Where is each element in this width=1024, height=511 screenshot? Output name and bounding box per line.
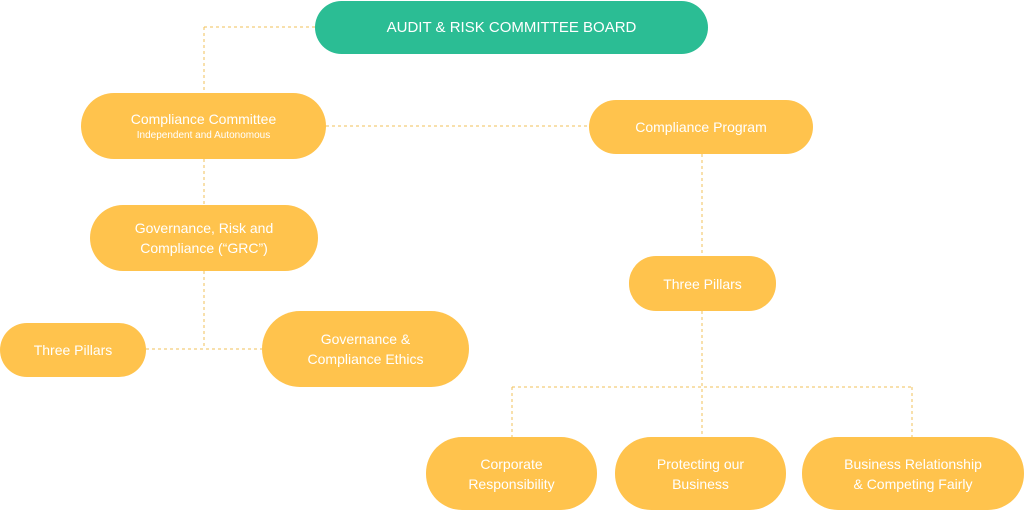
compliance-program-node: Compliance Program [589,100,813,154]
audit-risk-committee-board-node: AUDIT & RISK COMMITTEE BOARD [315,1,708,54]
pillar-label: Business Relationship & Competing Fairly [844,455,982,492]
left-three-pillars-label: Three Pillars [33,342,113,358]
compliance-committee-label: Compliance Committee [130,111,277,127]
grc-label: Governance, Risk and Compliance (“GRC”) [134,220,274,256]
compliance-committee-sub: Independent and Autonomous [136,130,271,141]
left-three-pillars-node: Three Pillars [0,323,146,377]
root-label: AUDIT & RISK COMMITTEE BOARD [386,18,637,36]
grc-node: Governance, Risk and Compliance (“GRC”) [90,205,318,271]
pillar-label: Protecting our Business [656,455,745,492]
pillar-label: Corporate Responsibility [468,455,555,492]
right-three-pillars-node: Three Pillars [629,256,776,311]
governance-ethics-label: Governance & Compliance Ethics [307,331,424,367]
pillar-corporate-responsibility-node: Corporate Responsibility [426,437,597,510]
pillar-business-relationship-node: Business Relationship & Competing Fairly [802,437,1024,510]
compliance-committee-node: Compliance Committee Independent and Aut… [81,93,326,159]
pillar-protecting-business-node: Protecting our Business [615,437,786,510]
governance-ethics-node: Governance & Compliance Ethics [262,311,469,387]
compliance-program-label: Compliance Program [635,119,767,135]
right-three-pillars-label: Three Pillars [663,275,742,292]
